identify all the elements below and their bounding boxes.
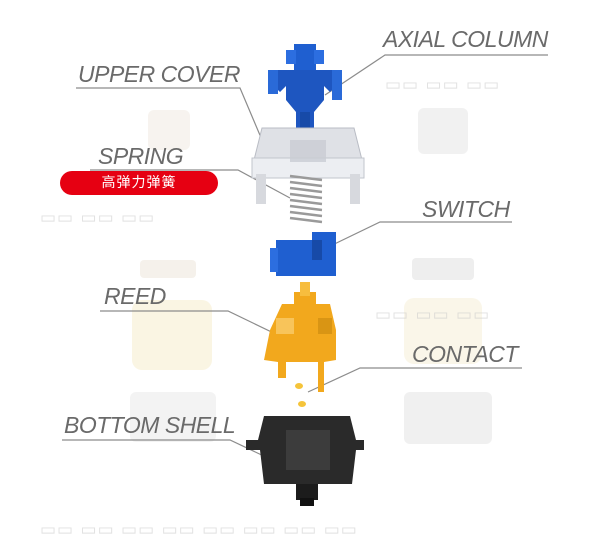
watermark: ▭▭ ▭▭ ▭▭ [40, 208, 156, 228]
spring-cn-badge: 高弹力弹簧 [60, 171, 218, 195]
watermark: ▭▭ ▭▭ ▭▭ ▭▭ ▭▭ ▭▭ ▭▭ ▭▭ [40, 520, 358, 540]
bottom-shell-part [246, 416, 364, 506]
upper-cover-part [251, 127, 365, 204]
bottom-shell-label: BOTTOM SHELL [64, 412, 236, 438]
leader-switch [321, 221, 512, 251]
spring-part [289, 174, 323, 224]
reed-label: REED [104, 283, 166, 309]
leader-bottom-shell [62, 439, 269, 459]
leader-lines [62, 54, 548, 459]
switch-slider-part [270, 232, 336, 276]
background-ghost-parts [130, 108, 492, 444]
watermark: ▭▭ ▭▭ ▭▭ [375, 305, 491, 325]
spring-label: SPRING [98, 143, 184, 169]
leader-axial-column [324, 54, 548, 96]
axial-column-part [268, 44, 342, 142]
leader-upper-cover [76, 87, 263, 141]
axial-column-label: AXIAL COLUMN [383, 26, 548, 52]
upper-cover-label: UPPER COVER [78, 61, 240, 87]
contact-part [295, 383, 306, 407]
leader-contact [307, 367, 522, 393]
reed-part [264, 282, 336, 392]
switch-label: SWITCH [422, 196, 510, 222]
contact-label: CONTACT [412, 341, 518, 367]
watermark: ▭▭ ▭▭ ▭▭ [385, 75, 501, 95]
leader-spring [90, 169, 291, 199]
leader-reed [100, 310, 285, 339]
